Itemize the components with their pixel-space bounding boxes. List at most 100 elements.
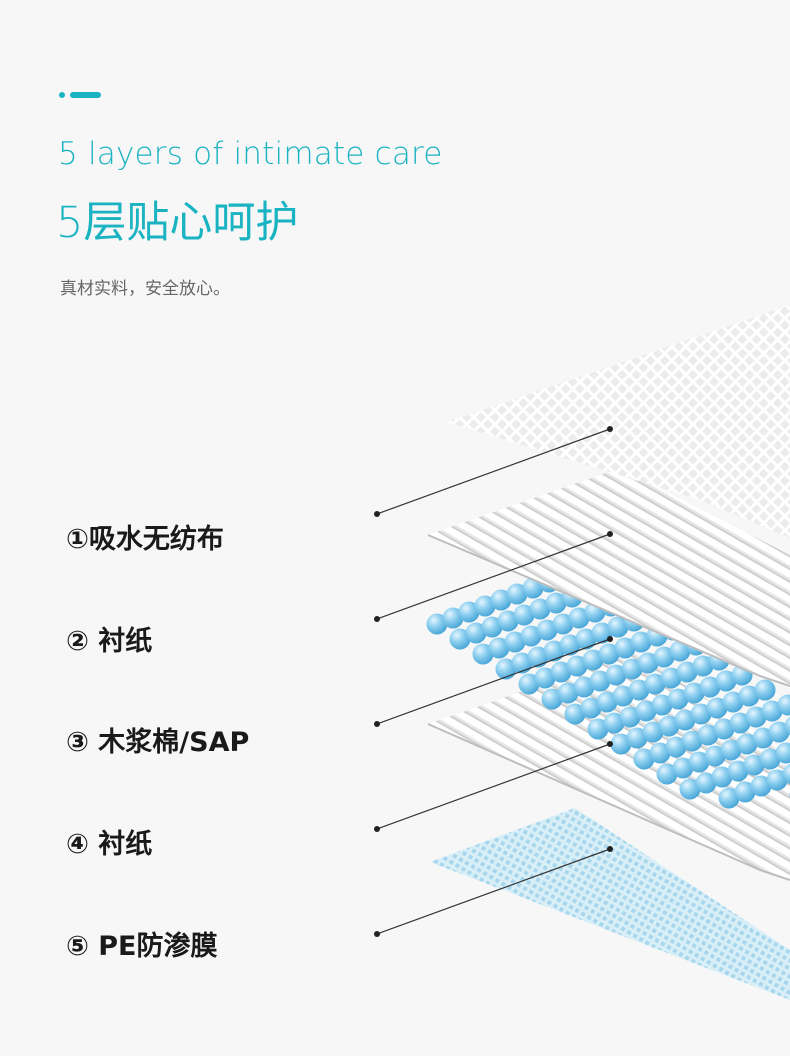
sap-bead <box>782 763 790 785</box>
sap-bead <box>603 712 625 734</box>
sap-bead <box>518 673 540 695</box>
sap-bead <box>605 664 627 686</box>
sap-bead <box>633 748 655 770</box>
sap-bead <box>665 736 687 758</box>
sap-bead <box>534 667 556 689</box>
sap-bead <box>784 716 790 736</box>
leader-line-4 <box>376 743 611 830</box>
sap-bead <box>704 745 726 767</box>
sap-bead <box>743 754 765 776</box>
leader-line-5 <box>376 848 611 935</box>
layer-label-3: ③ 木浆棉/SAP <box>66 727 250 758</box>
sap-bead <box>596 691 618 713</box>
leader-line-3 <box>376 638 611 725</box>
sap-bead <box>656 763 678 785</box>
sap-bead <box>557 682 579 704</box>
sap-bead <box>527 646 549 668</box>
sap-bead <box>474 595 496 617</box>
sap-bead <box>465 622 487 644</box>
accent-dot <box>59 92 65 98</box>
sap-bead <box>449 628 471 650</box>
sap-bead <box>715 670 737 692</box>
sap-bead <box>626 727 648 749</box>
sap-bead <box>589 670 611 692</box>
sap-bead <box>543 640 565 662</box>
sap-bead <box>628 679 650 701</box>
sap-bead <box>727 760 749 782</box>
sap-bead <box>630 631 652 653</box>
sap-bead <box>688 751 710 773</box>
sap-bead <box>775 742 790 764</box>
leader-dots <box>374 426 613 937</box>
sap-bead <box>566 655 588 677</box>
sap-bead <box>621 658 643 680</box>
accent-bar <box>70 92 101 98</box>
sap-bead <box>676 661 698 683</box>
sap-bead <box>536 619 558 641</box>
sap-bead <box>587 718 609 740</box>
sap-bead <box>768 721 790 743</box>
sap-bead <box>582 649 604 671</box>
layer-3-sap-beads <box>426 559 790 809</box>
sap-bead <box>649 742 671 764</box>
sap-bead <box>612 685 634 707</box>
sap-bead <box>541 688 563 710</box>
sap-bead <box>736 733 758 755</box>
sap-bead <box>545 592 567 614</box>
sap-bead <box>426 613 448 635</box>
sap-bead <box>442 607 464 629</box>
sap-bead <box>658 715 680 737</box>
sap-bead <box>490 589 512 611</box>
sap-bead <box>614 637 636 659</box>
sap-bead <box>745 706 767 728</box>
sap-bead <box>752 727 774 749</box>
sap-bead <box>713 718 735 740</box>
layer-1-nonwoven <box>447 305 790 538</box>
layer-2-lining-paper <box>427 468 790 687</box>
sap-bead <box>580 697 602 719</box>
leader-line-1 <box>376 428 611 515</box>
sap-bead <box>635 700 657 722</box>
sap-bead <box>718 787 740 809</box>
sap-bead <box>573 676 595 698</box>
sap-bead <box>568 607 590 629</box>
sap-bead <box>619 706 641 728</box>
sap-bead <box>759 748 781 770</box>
sap-bead <box>667 688 689 710</box>
sap-bead <box>511 652 533 674</box>
sap-bead <box>506 583 528 605</box>
leader-line-2 <box>376 533 611 620</box>
subtitle: 真材实料，安全放心。 <box>60 279 230 299</box>
leader-lines <box>376 428 611 935</box>
sap-bead <box>695 772 717 794</box>
sap-bead <box>513 604 535 626</box>
title-english: 5 layers of intimate care <box>58 136 443 172</box>
sap-bead <box>497 610 519 632</box>
sap-bead <box>610 733 632 755</box>
sap-bead <box>550 661 572 683</box>
sap-bead <box>722 691 744 713</box>
sap-bead <box>683 682 705 704</box>
sap-bead <box>458 601 480 623</box>
sap-bead <box>679 778 701 800</box>
layer-label-5: ⑤ PE防渗膜 <box>66 931 218 962</box>
sap-bead <box>653 646 675 668</box>
title-chinese: 5层贴心呵护 <box>56 198 299 248</box>
layer-label-2: ② 衬纸 <box>66 626 153 657</box>
sap-bead <box>504 631 526 653</box>
accent-mark <box>59 92 101 98</box>
sap-bead <box>669 640 691 662</box>
sap-bead <box>481 616 503 638</box>
sap-bead <box>642 721 664 743</box>
sap-bead <box>488 637 510 659</box>
sap-bead <box>552 613 574 635</box>
sap-bead <box>754 679 776 701</box>
sap-bead <box>660 667 682 689</box>
sap-bead <box>734 781 756 803</box>
sap-bead <box>681 730 703 752</box>
sap-bead <box>520 625 542 647</box>
sap-bead <box>598 643 620 665</box>
sap-bead <box>559 634 581 656</box>
sap-bead <box>607 616 629 638</box>
sap-bead <box>706 697 728 719</box>
